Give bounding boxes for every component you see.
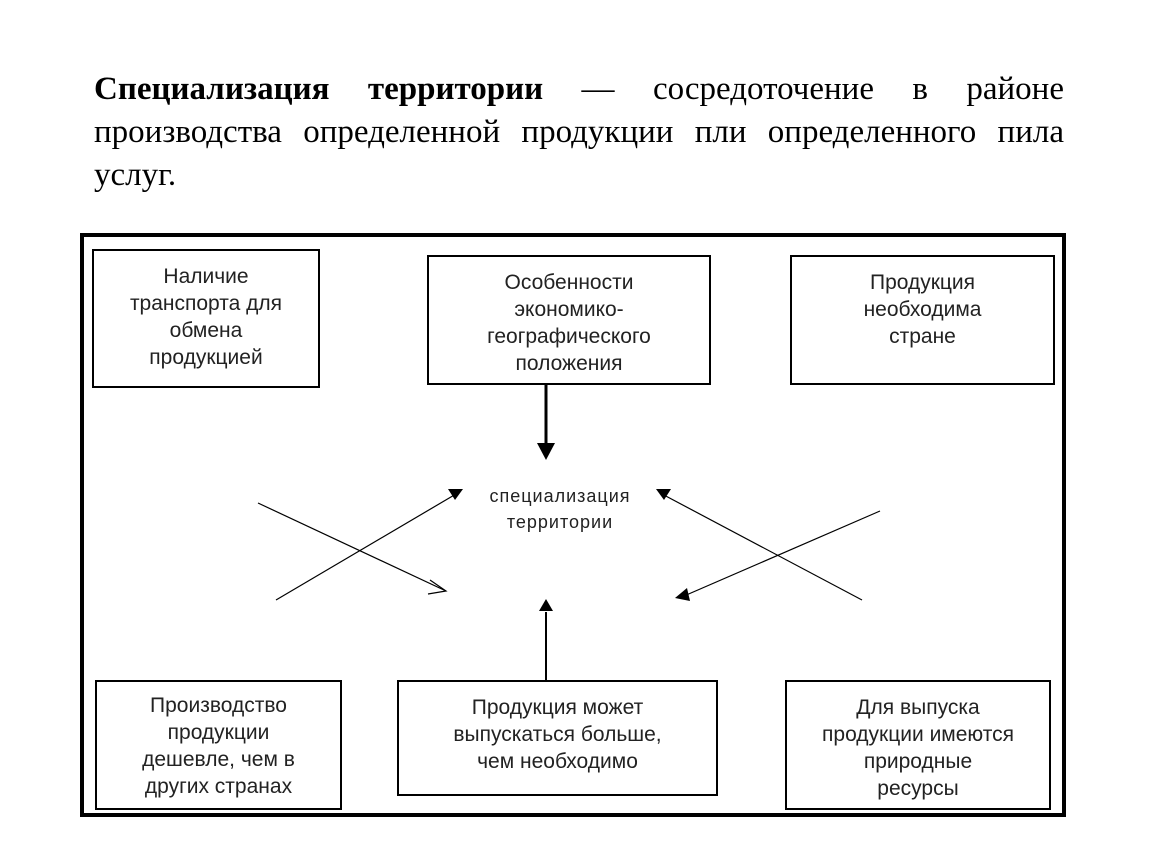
- box-geography-text: Особенности экономико- географического п…: [487, 271, 651, 375]
- definition-term: Специализация территории: [94, 71, 544, 107]
- box-cheaper-text: Производство продукции дешевле, чем в др…: [142, 694, 295, 798]
- definition-text: — сосредоточение в районе производства о…: [94, 71, 1064, 193]
- box-resources: Для выпуска продукции имеются природные …: [785, 680, 1051, 810]
- box-country-need-text: Продукция необходима стране: [863, 271, 982, 348]
- box-more-text: Продукция может выпускаться больше, чем …: [453, 696, 662, 773]
- diagram-frame: [80, 233, 1066, 817]
- box-cheaper: Производство продукции дешевле, чем в др…: [95, 680, 342, 810]
- definition-paragraph: Специализация территории — сосредоточени…: [94, 68, 1064, 197]
- center-label: специализация территории: [489, 486, 631, 532]
- box-transport-text: Наличие транспорта для обмена продукцией: [129, 265, 283, 369]
- box-country-need: Продукция необходима стране: [790, 255, 1055, 385]
- box-geography: Особенности экономико- географического п…: [427, 255, 711, 385]
- box-resources-text: Для выпуска продукции имеются природные …: [822, 696, 1014, 800]
- box-more: Продукция может выпускаться больше, чем …: [397, 680, 718, 796]
- box-transport: Наличие транспорта для обмена продукцией: [92, 249, 320, 388]
